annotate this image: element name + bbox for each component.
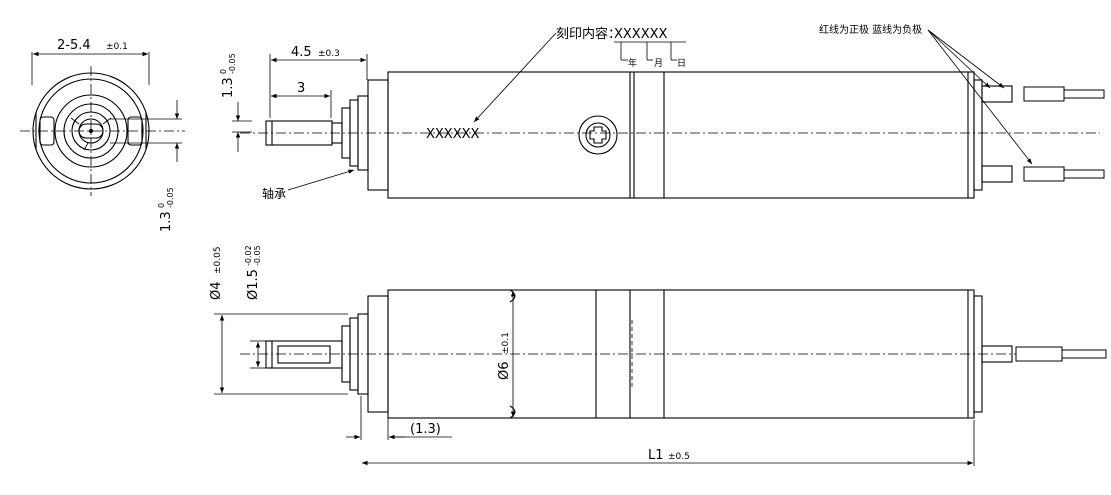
boss-dia-dim: Ø4 [209, 281, 224, 300]
length-dim: L1 [648, 448, 664, 463]
shaft-dia-dim: Ø1.5 [246, 269, 261, 300]
bottom-view: Ø4 ±0.05 Ø1.5 -0.02 -0.05 [209, 245, 1107, 466]
bottom-shaft [265, 340, 343, 369]
flat-depth-dim: 1.3 [221, 77, 236, 98]
side-view: 4.5 ±0.3 3 1.3 0 -0.05 [219, 23, 1105, 201]
wire-note: 红线为正极 蓝线为负极 [819, 23, 922, 36]
marking-month: 月 [654, 58, 663, 69]
offset-dim: (1.3) [410, 422, 441, 437]
shaft-dia-tol-upper: -0.02 [244, 245, 253, 266]
flat-depth-tol-lower: -0.05 [228, 53, 237, 74]
screw-icon [578, 115, 618, 155]
body-marking: XXXXXX [426, 127, 480, 142]
flat-len-dim: 3 [297, 81, 305, 96]
end-hole-dim: 2-5.4 [57, 38, 91, 53]
end-flat-dim: 1.3 [159, 211, 174, 232]
marking-label: 刻印内容： [556, 26, 621, 42]
end-hole-tol: ±0.1 [106, 42, 128, 52]
marking-year: 年 [628, 57, 637, 69]
body-dia-dim: Ø6 [497, 361, 512, 380]
flat-depth-tol-upper: 0 [219, 69, 228, 74]
end-view: 2-5.4 ±0.1 1.3 0 -0.05 [20, 38, 185, 232]
shaft-len-dim: 4.5 [291, 45, 312, 60]
body-dia-tol: ±0.1 [501, 332, 511, 354]
end-flat-tol-lower: -0.05 [166, 187, 175, 208]
boss-dia-tol: ±0.05 [213, 246, 223, 274]
marking-code: XXXXXX [614, 27, 668, 42]
length-tol: ±0.5 [668, 452, 690, 462]
shaft-dia-tol-lower: -0.05 [253, 245, 262, 266]
bearing-label: 轴承 [262, 186, 286, 201]
marking-day: 日 [677, 58, 686, 69]
shaft-len-tol: ±0.3 [318, 49, 340, 59]
end-flat-tol-upper: 0 [157, 203, 166, 208]
